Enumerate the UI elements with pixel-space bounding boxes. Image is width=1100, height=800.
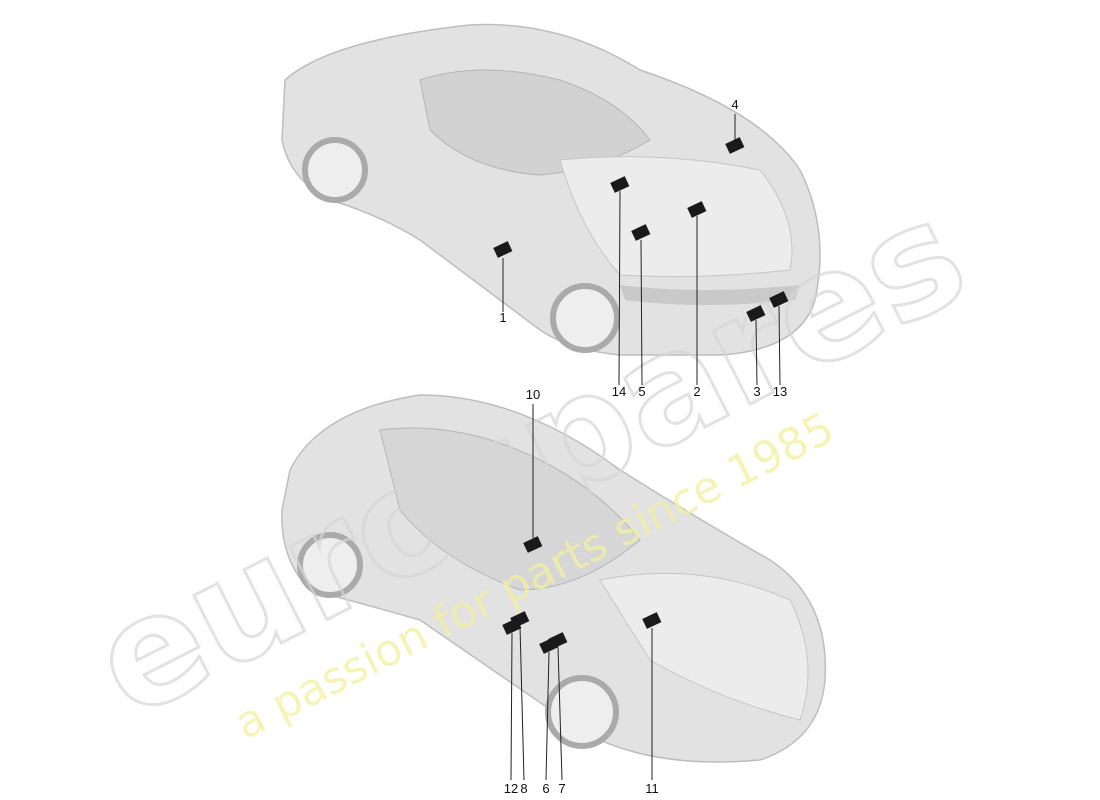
callout-number: 6 (542, 781, 549, 796)
callout-10[interactable]: 10 (523, 387, 543, 553)
leader-line (545, 651, 550, 781)
label-sticker-marker[interactable] (502, 618, 522, 635)
callout-2[interactable]: 2 (687, 201, 707, 399)
label-sticker-marker[interactable] (746, 305, 766, 322)
callout-number: 13 (773, 384, 787, 399)
leader-line (519, 625, 525, 781)
leader-line (557, 646, 563, 781)
callout-7[interactable]: 7 (548, 632, 568, 796)
label-sticker-marker[interactable] (687, 201, 707, 218)
label-sticker-marker[interactable] (523, 536, 543, 553)
label-sticker-marker[interactable] (548, 632, 568, 649)
leader-line (640, 239, 643, 386)
label-sticker-marker[interactable] (631, 224, 651, 241)
callout-number: 3 (753, 384, 760, 399)
callout-12[interactable]: 12 (502, 618, 522, 796)
label-sticker-marker[interactable] (610, 176, 630, 193)
leader-line (778, 305, 781, 386)
callout-11[interactable]: 11 (642, 612, 662, 796)
callout-number: 7 (558, 781, 565, 796)
callout-number: 11 (645, 781, 659, 796)
callout-number: 5 (638, 384, 645, 399)
label-sticker-marker[interactable] (769, 291, 789, 308)
label-sticker-marker[interactable] (642, 612, 662, 629)
callout-5[interactable]: 5 (631, 224, 651, 399)
callout-number: 2 (693, 384, 700, 399)
leader-line (755, 319, 758, 386)
callout-14[interactable]: 14 (610, 176, 630, 399)
callout-3[interactable]: 3 (746, 305, 766, 399)
callout-number: 10 (526, 387, 540, 402)
label-sticker-marker[interactable] (493, 241, 513, 258)
callout-number: 1 (499, 310, 506, 325)
label-sticker-marker[interactable] (725, 137, 745, 154)
callout-1[interactable]: 1 (493, 241, 513, 325)
callout-number: 4 (731, 97, 738, 112)
car-front-view (281, 394, 827, 763)
callout-13[interactable]: 13 (769, 291, 789, 399)
callout-4[interactable]: 4 (725, 97, 745, 154)
callout-number: 14 (612, 384, 626, 399)
leader-line (510, 632, 513, 781)
callout-number: 12 (504, 781, 518, 796)
leader-line (618, 190, 621, 386)
callout-number: 8 (520, 781, 527, 796)
